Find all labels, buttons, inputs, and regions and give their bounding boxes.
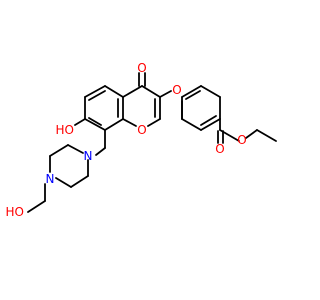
- bond: [74, 118, 86, 126]
- bond: [122, 118, 137, 127]
- ester-carbonyl-oxygen-label: O: [215, 142, 224, 156]
- ketone-oxygen-label: O: [137, 61, 146, 75]
- bond: [141, 85, 161, 98]
- bond: [200, 115, 217, 126]
- bond: [122, 85, 143, 98]
- bond: [181, 85, 202, 98]
- hydroxyethyl-oxygen-label: HO: [6, 205, 24, 219]
- bond: [55, 177, 72, 188]
- bond: [95, 147, 106, 156]
- molecule-structure-diagram: O HO O O O O N N HO: [0, 0, 300, 300]
- bond: [147, 118, 161, 127]
- bond: [84, 118, 106, 131]
- bond: [200, 118, 221, 131]
- bond: [185, 90, 201, 100]
- bond: [88, 117, 102, 126]
- background: [0, 0, 300, 300]
- aryl-ether-oxygen-label: O: [172, 83, 181, 97]
- bond: [159, 90, 172, 98]
- atom-labels: O HO O O O O N N HO: [6, 61, 247, 219]
- bond: [104, 118, 124, 131]
- bond: [49, 144, 69, 157]
- piperazine-nitrogen-upper-label: N: [84, 149, 93, 163]
- bond: [256, 129, 277, 142]
- bond: [200, 85, 221, 98]
- phenol-hydroxyl-label: HO: [56, 123, 74, 137]
- ester-oxygen-label: O: [237, 133, 246, 147]
- bond: [70, 175, 89, 188]
- piperazine-nitrogen-lower-label: N: [46, 172, 55, 186]
- bond: [67, 144, 84, 154]
- bond: [27, 200, 46, 213]
- bond: [181, 118, 202, 131]
- bonds: [27, 72, 277, 213]
- bond: [88, 90, 106, 101]
- bond: [104, 85, 124, 98]
- ring-oxygen-label: O: [137, 123, 146, 137]
- bond: [245, 129, 258, 139]
- bond: [84, 85, 106, 98]
